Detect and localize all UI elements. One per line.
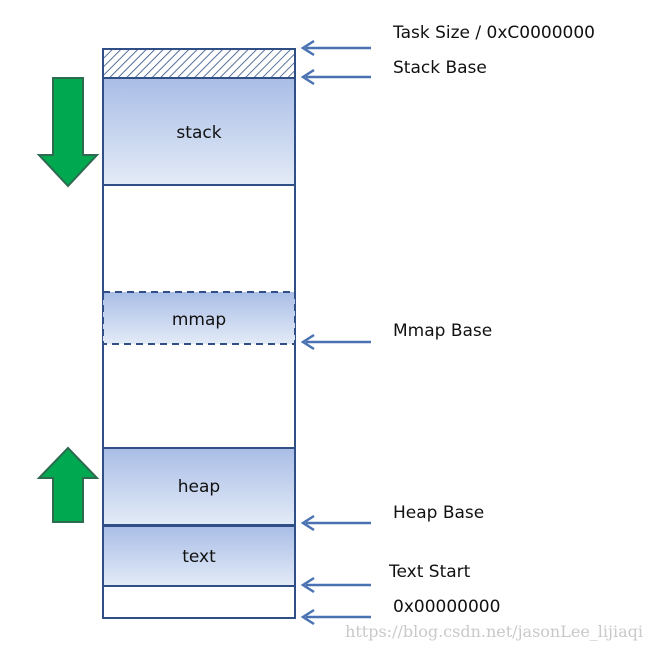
task-size-pointer xyxy=(300,39,371,57)
mmap-segment xyxy=(102,291,296,345)
stack-base-label: Stack Base xyxy=(393,58,487,78)
mmap-base-pointer xyxy=(300,333,371,351)
stack-growth-down-arrow xyxy=(36,77,100,188)
stack-label: stack xyxy=(176,123,221,143)
heap-base-pointer xyxy=(300,514,371,532)
text-start-label: Text Start xyxy=(388,562,471,582)
heap-growth-up-arrow xyxy=(36,446,100,523)
reserved-region xyxy=(102,48,296,79)
heap-label: heap xyxy=(178,477,220,497)
zero-address-label: 0x00000000 xyxy=(393,597,500,617)
stack-base-pointer xyxy=(300,68,371,86)
mmap-base-label: Mmap Base xyxy=(393,321,492,341)
watermark: https://blog.csdn.net/jasonLee_lijiaqi xyxy=(345,622,643,641)
task-size-label: Task Size / 0xC0000000 xyxy=(392,23,595,43)
heap-segment xyxy=(102,447,296,526)
text-start-pointer xyxy=(300,576,371,594)
zero-address-pointer xyxy=(300,608,371,626)
mmap-label: mmap xyxy=(172,310,226,330)
text-segment xyxy=(102,525,296,587)
heap-base-label: Heap Base xyxy=(393,503,484,523)
stack-segment xyxy=(102,77,296,186)
text-label: text xyxy=(182,547,216,567)
